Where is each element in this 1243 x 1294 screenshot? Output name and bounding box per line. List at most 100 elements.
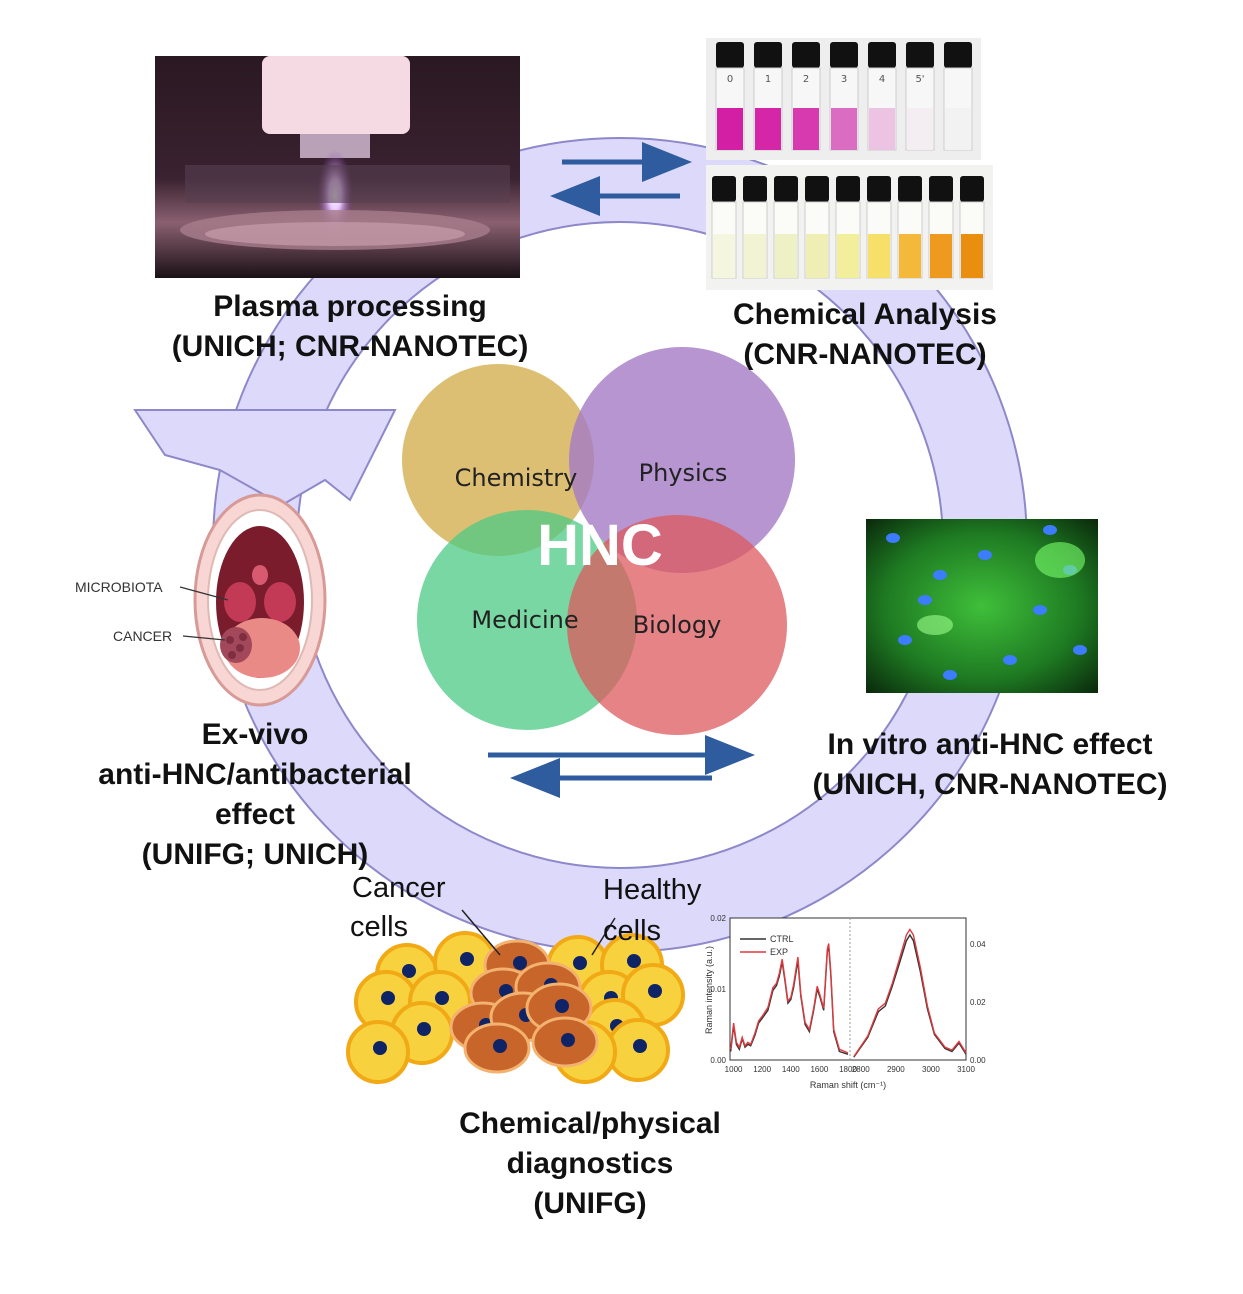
vial-bottom-liquid bbox=[775, 234, 797, 278]
vials-bottom-photo bbox=[706, 165, 993, 290]
nucleus bbox=[633, 1039, 647, 1053]
raman-xlabel: Raman shift (cm⁻¹) bbox=[810, 1080, 886, 1090]
venn-physics bbox=[569, 347, 795, 573]
y-tick-right: 0.04 bbox=[970, 940, 986, 949]
vial-bottom-cap bbox=[929, 176, 953, 202]
nucleus bbox=[561, 1033, 575, 1047]
cell-nucleus-blue bbox=[978, 550, 992, 560]
diagnostics-caption: Chemical/physical diagnostics (UNIFG) bbox=[400, 1104, 780, 1224]
x-tick: 3100 bbox=[957, 1065, 975, 1074]
vial-bottom-liquid bbox=[744, 234, 766, 278]
nucleus bbox=[513, 956, 527, 970]
exvivo-line3: effect bbox=[214, 798, 296, 831]
plasma-caption: Plasma processing (UNICH; CNR-NANOTEC) bbox=[120, 287, 580, 367]
cell-nucleus-blue bbox=[918, 595, 932, 605]
vial-bottom-cap bbox=[898, 176, 922, 202]
mouth-label-microbiota: MICROBIOTA bbox=[75, 579, 163, 595]
vial-top-label: 3 bbox=[841, 74, 847, 85]
vial-bottom-liquid bbox=[713, 234, 735, 278]
raman-frame bbox=[729, 917, 967, 1061]
vial-top-liquid bbox=[755, 108, 781, 150]
venn-chemistry bbox=[402, 364, 594, 556]
vial-bottom-cap bbox=[867, 176, 891, 202]
venn-label-chemistry: Chemistry bbox=[455, 464, 578, 492]
nucleus bbox=[417, 1022, 431, 1036]
exvivo-org: (UNIFG; UNICH) bbox=[141, 838, 369, 871]
exvivo-caption: Ex-vivo anti-HNC/antibacterial effect (U… bbox=[50, 715, 460, 875]
raman-ylabel: Raman intensity (a.u.) bbox=[704, 946, 714, 1034]
x-tick: 1600 bbox=[810, 1065, 828, 1074]
vial-top-liquid bbox=[717, 108, 743, 150]
invitro-title: In vitro anti-HNC effect bbox=[827, 728, 1153, 761]
venn-biology bbox=[567, 515, 787, 735]
y-tick-right: 0.02 bbox=[970, 998, 986, 1007]
venn-label-physics: Physics bbox=[639, 459, 728, 487]
vial-top-cap bbox=[830, 42, 858, 68]
vial-top-cap bbox=[944, 42, 972, 68]
diagnostics-org: (UNIFG) bbox=[533, 1187, 647, 1220]
mouth-illustration: MICROBIOTA CANCER bbox=[75, 493, 327, 707]
vial-bottom-cap bbox=[805, 176, 829, 202]
vial-top-cap bbox=[792, 42, 820, 68]
nucleus bbox=[493, 1039, 507, 1053]
raman-line-ctrl-highwave bbox=[853, 933, 967, 1058]
diagnostics-line1: Chemical/physical bbox=[459, 1107, 721, 1140]
legend-label: EXP bbox=[770, 947, 788, 957]
vial-bottom-liquid bbox=[868, 234, 890, 278]
legend-label: CTRL bbox=[770, 934, 794, 944]
chemical-caption: Chemical Analysis (CNR-NANOTEC) bbox=[690, 295, 1040, 375]
plasma-title: Plasma processing bbox=[213, 290, 487, 323]
cell-nucleus-blue bbox=[1043, 525, 1057, 535]
vial-top-label: 5' bbox=[915, 74, 924, 85]
raman-line-exp-highwave bbox=[853, 928, 967, 1057]
cell-nucleus-blue bbox=[933, 570, 947, 580]
nucleus bbox=[460, 952, 474, 966]
vial-bottom-liquid bbox=[930, 234, 952, 278]
y-tick-left: 0.01 bbox=[710, 985, 726, 994]
chemical-title: Chemical Analysis bbox=[732, 298, 997, 331]
x-tick: 3000 bbox=[922, 1065, 940, 1074]
x-tick: 1200 bbox=[753, 1065, 771, 1074]
nucleus bbox=[573, 956, 587, 970]
cell-bright-green bbox=[917, 615, 953, 635]
x-tick: 2900 bbox=[887, 1065, 905, 1074]
y-tick-left: 0.02 bbox=[710, 914, 726, 923]
vial-bottom-cap bbox=[743, 176, 767, 202]
exvivo-line2: anti-HNC/antibacterial bbox=[98, 758, 412, 791]
x-tick: 2800 bbox=[852, 1065, 870, 1074]
x-tick: 1400 bbox=[782, 1065, 800, 1074]
fluorescence-micrograph bbox=[866, 519, 1098, 693]
vial-bottom-liquid bbox=[837, 234, 859, 278]
invitro-caption: In vitro anti-HNC effect (UNICH, CNR-NAN… bbox=[780, 725, 1200, 805]
cancer-cells-label-1: Cancer bbox=[352, 872, 446, 904]
venn-diagram: Chemistry Physics Medicine Biology HNC bbox=[402, 347, 795, 735]
cell-nucleus-blue bbox=[1033, 605, 1047, 615]
x-tick: 1800 bbox=[839, 1065, 857, 1074]
vial-top-cap bbox=[716, 42, 744, 68]
nucleus bbox=[555, 999, 569, 1013]
invitro-org: (UNICH, CNR-NANOTEC) bbox=[812, 768, 1168, 801]
nucleus bbox=[373, 1041, 387, 1055]
vial-bottom-liquid bbox=[806, 234, 828, 278]
vial-top-liquid bbox=[907, 108, 933, 150]
vial-top-liquid bbox=[945, 108, 971, 150]
vial-top-liquid bbox=[793, 108, 819, 150]
vial-bottom-liquid bbox=[899, 234, 921, 278]
cycle-arrow-head bbox=[133, 409, 397, 507]
y-tick-left: 0.00 bbox=[710, 1056, 726, 1065]
vial-top-liquid bbox=[869, 108, 895, 150]
cells-illustration bbox=[346, 931, 685, 1084]
vial-top-liquid bbox=[831, 108, 857, 150]
cell-nucleus-blue bbox=[1073, 645, 1087, 655]
nucleus bbox=[381, 991, 395, 1005]
vial-bottom-cap bbox=[712, 176, 736, 202]
plasma-org: (UNICH; CNR-NANOTEC) bbox=[171, 330, 529, 363]
vial-top-label: 1 bbox=[765, 74, 771, 85]
vial-top-cap bbox=[754, 42, 782, 68]
vial-bottom-cap bbox=[836, 176, 860, 202]
cell-nucleus-blue bbox=[898, 635, 912, 645]
cell-nucleus-blue bbox=[943, 670, 957, 680]
